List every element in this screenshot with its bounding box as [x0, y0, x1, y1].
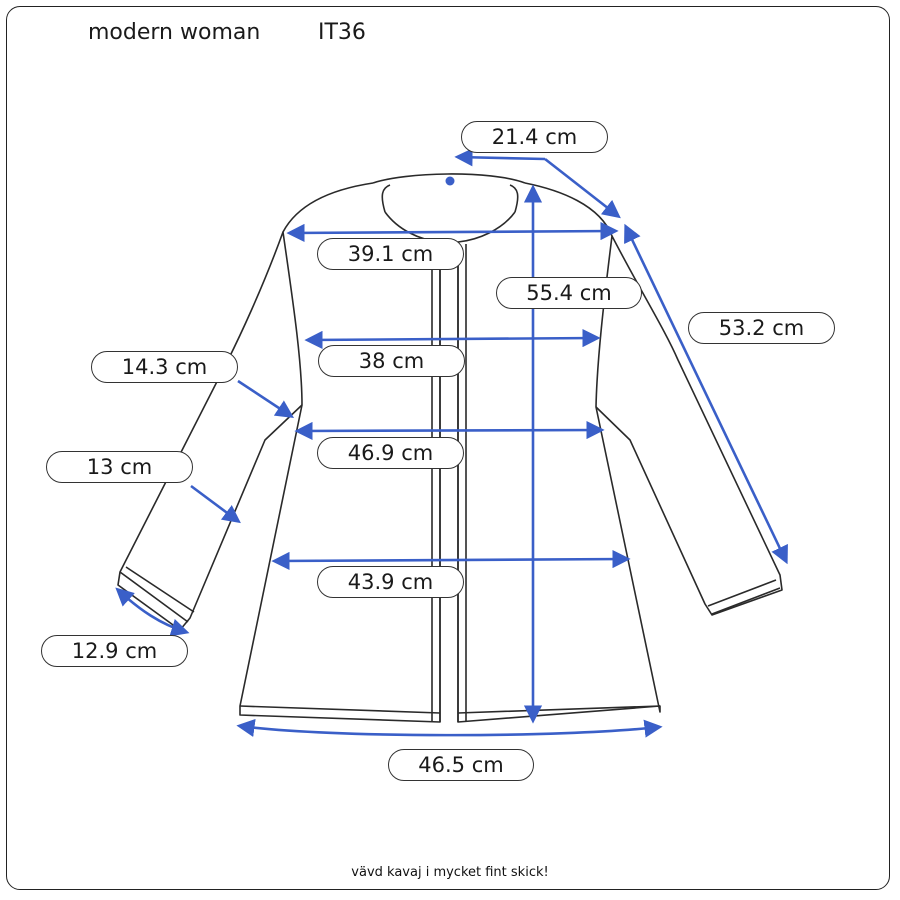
label-lower-width: 43.9 cm — [317, 566, 464, 598]
hem-band — [239, 705, 661, 714]
label-upper-arm: 14.3 cm — [91, 351, 238, 383]
label-hem-width: 46.5 cm — [388, 749, 534, 781]
collar-inner — [381, 184, 519, 213]
upper-arm-line — [237, 379, 295, 419]
measure-lines — [115, 148, 788, 738]
forearm-line — [190, 484, 241, 524]
brand-label: modern woman — [88, 20, 261, 45]
placket-right — [457, 244, 467, 722]
right-cuff — [707, 579, 781, 615]
footer-note: vävd kavaj i mycket fint skick! — [351, 865, 549, 880]
label-chest-width: 39.1 cm — [317, 238, 464, 270]
hem-line — [236, 718, 663, 738]
label-length: 55.4 cm — [496, 277, 642, 309]
waist-line — [304, 329, 601, 349]
sleeve-line — [624, 223, 788, 565]
card-frame — [6, 6, 890, 890]
label-sleeve-length: 53.2 cm — [688, 312, 835, 344]
cuff-line — [115, 587, 190, 637]
label-hip-width: 46.9 cm — [317, 437, 464, 469]
label-cuff-width: 12.9 cm — [41, 635, 188, 667]
shoulder-point — [445, 176, 455, 186]
shoulder-line-2 — [544, 157, 621, 219]
chest-line — [286, 221, 619, 243]
shoulder-line — [454, 148, 546, 167]
collar — [372, 173, 526, 184]
body-right-side — [457, 182, 661, 723]
hip-line — [294, 420, 605, 441]
label-waist-width: 38 cm — [318, 345, 465, 377]
label-forearm: 13 cm — [46, 451, 193, 483]
placket-left — [431, 244, 441, 722]
label-shoulder-width: 21.4 cm — [461, 121, 608, 153]
lower-line — [271, 549, 631, 571]
size-label: IT36 — [318, 20, 366, 45]
left-sleeve — [117, 231, 303, 631]
